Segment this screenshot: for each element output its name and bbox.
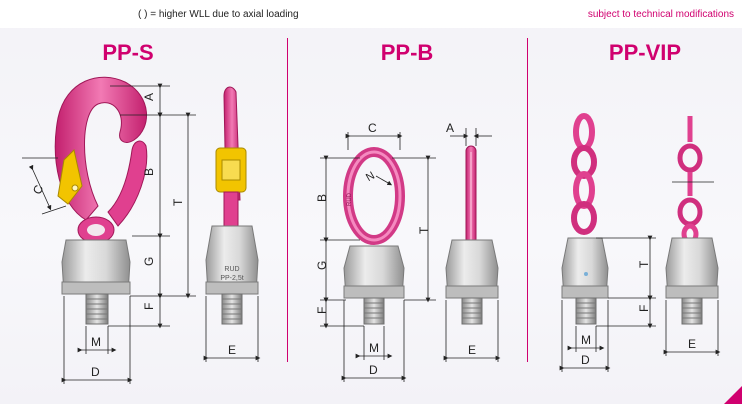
section-title-pp-b: PP-B bbox=[380, 40, 434, 65]
section-title-pp-s: PP-S bbox=[102, 40, 154, 65]
section-title-pp-vip: PP-VIP bbox=[608, 40, 682, 65]
pp-vip-front-view bbox=[571, 113, 597, 235]
pp-vip-dim-t: T bbox=[637, 260, 651, 268]
header-bar: ( ) = higher WLL due to axial loading su… bbox=[0, 0, 742, 28]
pp-s-dim-m: M bbox=[91, 335, 101, 349]
pp-vip-dim-d: D bbox=[581, 353, 590, 367]
pp-b-dim-m: M bbox=[369, 341, 379, 355]
technical-disclaimer: subject to technical modifications bbox=[587, 9, 734, 20]
pp-b-side-view bbox=[445, 145, 499, 325]
section-divider-1 bbox=[287, 38, 288, 362]
section-divider-2 bbox=[527, 38, 528, 362]
pp-vip-dim-m: M bbox=[581, 333, 591, 347]
svg-text:RUD: RUD bbox=[347, 192, 353, 206]
pp-b-front-view: RUD bbox=[343, 147, 405, 325]
pp-s-front-view bbox=[54, 76, 148, 325]
pp-b-dim-f: F bbox=[315, 307, 329, 314]
page-corner-icon bbox=[724, 386, 742, 404]
pp-s-side-view: RUD PP-2,5t bbox=[205, 86, 259, 325]
pp-vip-side-base bbox=[665, 237, 719, 325]
svg-text:N: N bbox=[364, 170, 377, 184]
pp-b-dim-a: A bbox=[446, 121, 454, 135]
pp-b-dim-t: T bbox=[417, 226, 431, 234]
pp-s-dim-f: F bbox=[142, 303, 156, 310]
pp-vip-side-view bbox=[677, 116, 703, 245]
pp-s-dim-d: D bbox=[91, 365, 100, 379]
pp-s-dim-a: A bbox=[142, 93, 156, 101]
pp-s-engraving-brand: RUD bbox=[224, 266, 239, 273]
pp-s-dim-b: B bbox=[142, 168, 156, 176]
pp-b-dim-c: C bbox=[368, 121, 377, 135]
pp-b-dim-d: D bbox=[369, 363, 378, 377]
pp-s-engraving-wll: PP-2,5t bbox=[220, 275, 243, 282]
pp-s-dim-g: G bbox=[142, 257, 156, 266]
pp-b-dim-b: B bbox=[315, 194, 329, 202]
pp-b-dim-g: G bbox=[315, 261, 329, 270]
pp-vip-dim-e: E bbox=[688, 337, 696, 351]
pp-vip-front-base bbox=[561, 237, 609, 325]
wll-note: ( ) = higher WLL due to axial loading bbox=[138, 9, 299, 20]
pp-s-dimensions bbox=[22, 83, 196, 384]
pp-b-dimensions bbox=[320, 132, 436, 382]
pp-b-dim-e: E bbox=[468, 343, 476, 357]
pp-s-dim-e: E bbox=[228, 343, 236, 357]
pp-s-dim-t: T bbox=[171, 198, 185, 206]
pp-vip-dim-f: F bbox=[637, 305, 651, 312]
